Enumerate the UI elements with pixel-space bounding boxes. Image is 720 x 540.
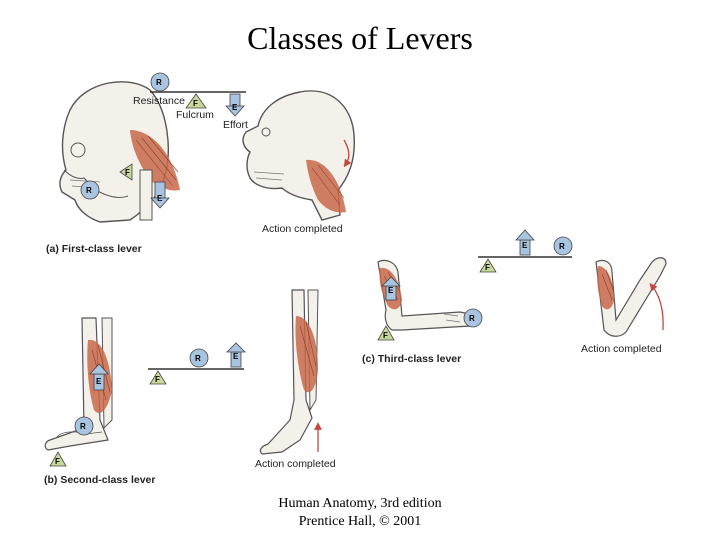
schematic-fulcrum-letter: F — [193, 99, 198, 108]
first-class-action-label: Action completed — [262, 223, 343, 235]
footer-edition: Human Anatomy, 3rd edition — [278, 496, 442, 511]
fulcrum-letter: F — [125, 168, 130, 177]
schematic-b-fulcrum-letter: F — [155, 375, 160, 384]
leg-fulcrum-letter: F — [55, 457, 60, 466]
second-class-lever-panel: E R F F R E — [44, 289, 336, 486]
second-class-caption: (b) Second-class lever — [44, 474, 155, 486]
effort-label: Effort — [223, 119, 248, 131]
schematic-c-resistance-letter: R — [559, 242, 565, 251]
arm-fulcrum-letter: F — [383, 331, 388, 340]
schematic-c-effort-letter: E — [522, 241, 528, 250]
leg-effort-marker: E — [89, 363, 109, 391]
leg-resistance-marker: R — [74, 416, 94, 436]
arm-resistance-marker: R — [463, 308, 483, 328]
lever-schematic-second-class: F R E — [148, 342, 246, 385]
second-class-action-label: Action completed — [255, 458, 336, 470]
arm-illustration-completed — [595, 257, 667, 337]
first-class-lever-panel: F R E R F E Resistance — [46, 72, 355, 255]
slide-title: Classes of Levers — [247, 20, 473, 56]
resistance-label: Resistance — [133, 95, 185, 107]
lever-schematic-first-class: R F E Resistance Fulcrum Effort — [133, 72, 248, 131]
schematic-b-effort-letter: E — [233, 352, 239, 361]
leg-resistance-letter: R — [80, 422, 86, 431]
resistance-letter: R — [86, 186, 92, 195]
skull-resistance-marker: R — [80, 180, 100, 200]
leg-fulcrum-marker: F — [49, 451, 67, 467]
head-illustration-completed — [242, 90, 355, 221]
first-class-caption: (a) First-class lever — [46, 243, 142, 255]
skull-fulcrum-marker: F — [119, 163, 133, 181]
schematic-c-fulcrum-letter: F — [485, 263, 490, 272]
schematic-resistance-letter: R — [156, 78, 162, 87]
skull-effort-marker: E — [150, 181, 170, 209]
arm-effort-letter: E — [388, 286, 394, 295]
arm-effort-marker: E — [381, 276, 401, 301]
leg-effort-letter: E — [96, 377, 102, 386]
arm-fulcrum-marker: F — [377, 325, 395, 341]
third-class-action-label: Action completed — [581, 343, 662, 355]
lever-schematic-third-class: F E R — [478, 229, 573, 273]
footer-publisher: Prentice Hall, © 2001 — [298, 514, 422, 529]
arm-resistance-letter: R — [469, 314, 475, 323]
third-class-caption: (c) Third-class lever — [362, 353, 461, 365]
third-class-lever-panel: E F R F E R — [362, 229, 667, 365]
schematic-effort-letter: E — [232, 103, 238, 112]
schematic-b-resistance-letter: R — [195, 354, 201, 363]
fulcrum-label: Fulcrum — [176, 109, 214, 121]
effort-letter: E — [157, 194, 163, 203]
leg-illustration-completed — [259, 289, 322, 455]
